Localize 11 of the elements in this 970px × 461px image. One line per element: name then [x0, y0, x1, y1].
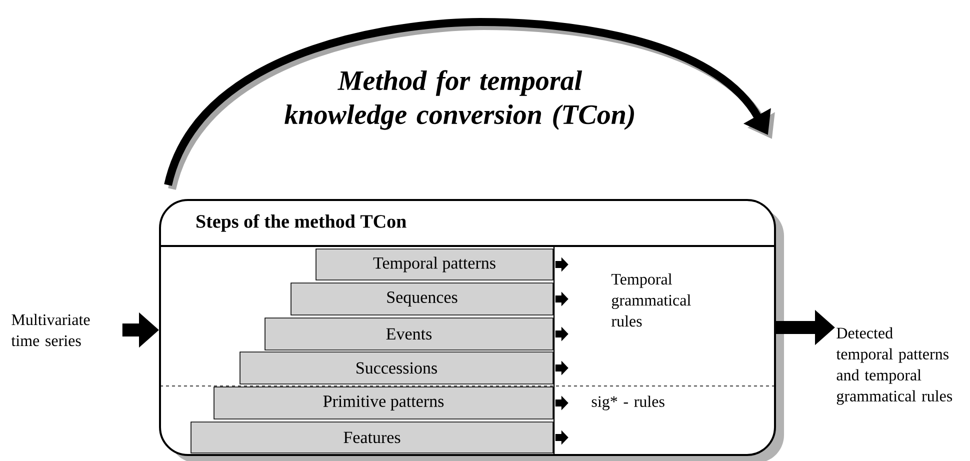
- text-label: Multivariate time series: [11, 314, 90, 346]
- step-bar: Temporal patterns: [316, 248, 554, 280]
- text-label: Temporal grammatical rules: [611, 273, 691, 327]
- text-label: sig* - rules: [592, 396, 664, 410]
- text-label: Detected temporal patterns and temporal grammatical rules: [836, 327, 952, 405]
- step-bar: Events: [264, 318, 554, 350]
- title: Method for temporal knowledge conversion (TCon): [284, 70, 634, 130]
- step-bar: Sequences: [290, 282, 554, 316]
- step-bar: Successions: [240, 352, 554, 384]
- step-bar: Features: [190, 422, 554, 454]
- step-bar: Primitive patterns: [214, 386, 554, 420]
